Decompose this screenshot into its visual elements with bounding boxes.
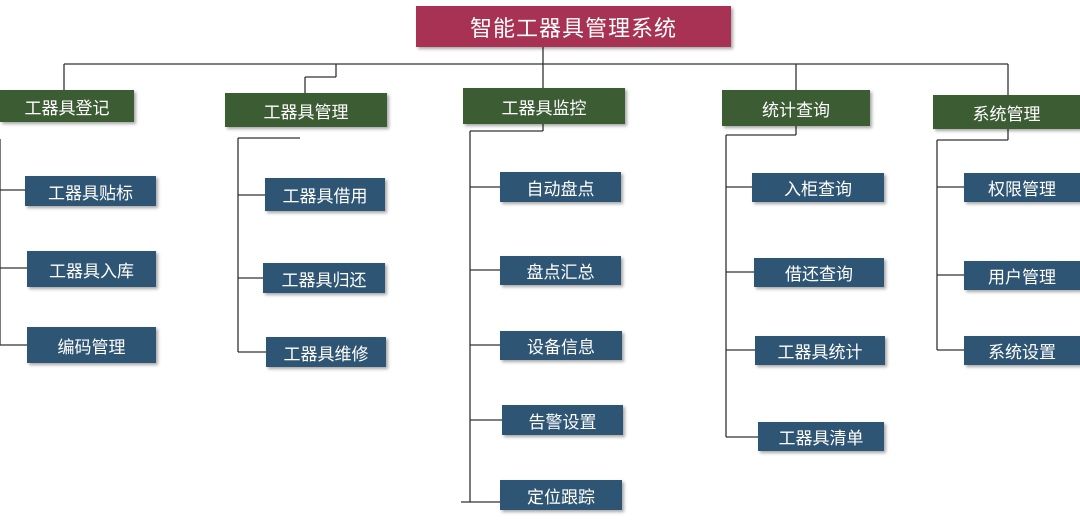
item-location-tracking: 定位跟踪 bbox=[500, 480, 622, 510]
item-tool-return: 工器具归还 bbox=[263, 263, 385, 293]
item-tool-labeling: 工器具贴标 bbox=[25, 176, 156, 206]
item-code-management: 编码管理 bbox=[27, 327, 156, 363]
item-tool-storage: 工器具入库 bbox=[27, 251, 156, 287]
item-borrow-return-query: 借还查询 bbox=[754, 258, 884, 287]
item-permission-management: 权限管理 bbox=[964, 173, 1080, 202]
category-statistics: 统计查询 bbox=[722, 90, 870, 126]
item-alarm-settings: 告警设置 bbox=[502, 405, 623, 435]
category-system: 系统管理 bbox=[933, 95, 1080, 129]
item-cabinet-query: 入柜查询 bbox=[752, 173, 884, 202]
item-device-info: 设备信息 bbox=[500, 331, 622, 360]
item-tool-borrow: 工器具借用 bbox=[265, 178, 385, 211]
item-user-management: 用户管理 bbox=[964, 261, 1080, 290]
item-tool-statistics: 工器具统计 bbox=[755, 336, 885, 365]
item-system-settings: 系统设置 bbox=[964, 336, 1080, 365]
root-node: 智能工器具管理系统 bbox=[416, 6, 731, 47]
item-tool-list: 工器具清单 bbox=[758, 422, 884, 451]
category-management: 工器具管理 bbox=[225, 93, 387, 127]
category-registration: 工器具登记 bbox=[0, 90, 134, 122]
item-tool-repair: 工器具维修 bbox=[266, 337, 386, 367]
category-monitoring: 工器具监控 bbox=[463, 88, 625, 124]
item-auto-inventory: 自动盘点 bbox=[500, 172, 621, 202]
item-inventory-summary: 盘点汇总 bbox=[500, 256, 621, 285]
